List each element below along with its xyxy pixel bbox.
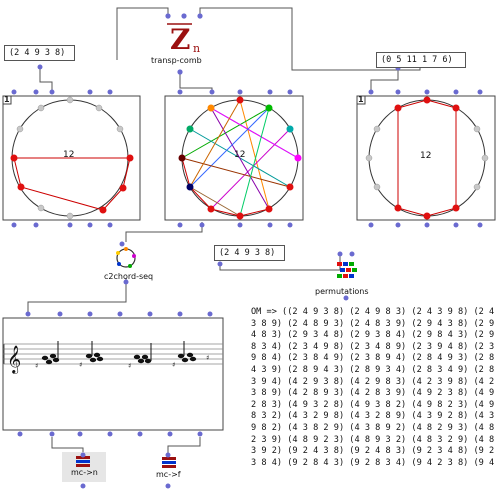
sequence-input-middle[interactable]: (2 4 9 3 8)	[214, 245, 285, 261]
inlet[interactable]	[165, 452, 171, 458]
connection[interactable]	[370, 67, 399, 90]
connection[interactable]	[125, 222, 203, 242]
transp-comb-box[interactable]: Z n	[150, 13, 210, 75]
svg-text:n: n	[193, 42, 200, 55]
outlet[interactable]	[37, 64, 43, 70]
chord-notes	[41, 341, 197, 365]
circle-right-badge: 1	[358, 95, 364, 104]
listener-output-line: 3 8 4) (9 2 8 4 3) (9 2 8 3 4) (9 4 2 3 …	[251, 457, 495, 468]
circle-left-badge: 1	[4, 95, 10, 104]
outlet[interactable]	[165, 483, 171, 489]
inlet[interactable]	[80, 452, 86, 458]
piano-roll-icon	[162, 457, 176, 468]
outlet[interactable]	[177, 69, 183, 75]
outlet[interactable]	[123, 279, 129, 285]
inlet[interactable]	[181, 13, 187, 19]
c2chord-seq-label: c2chord-seq	[104, 272, 154, 281]
connection[interactable]	[179, 72, 213, 92]
transp-comb-label: transp-comb	[151, 56, 202, 65]
listener-output-line: 8 3 4) (2 3 4 9 8) (2 3 4 8 9) (2 3 9 4 …	[251, 341, 495, 352]
listener-output-line: 8 3 2) (4 3 2 9 8) (4 3 2 8 9) (4 3 9 2 …	[251, 411, 495, 422]
listener-output-line: 9 8 2) (4 3 8 2 9) (4 3 8 9 2) (4 8 2 9 …	[251, 422, 495, 433]
svg-text:♯: ♯	[79, 361, 82, 369]
inlet[interactable]	[119, 241, 125, 247]
listener-output-line: 2 3 9) (4 8 9 2 3) (4 8 9 3 2) (4 8 3 2 …	[251, 434, 495, 445]
svg-text:♯: ♯	[128, 362, 131, 370]
circle-editor-middle[interactable]	[164, 89, 304, 228]
piano-roll-icon	[76, 456, 90, 467]
mc-n-box[interactable]	[62, 452, 106, 489]
inlet[interactable]	[349, 251, 355, 257]
listener-output-line: 4 3 9) (2 8 9 4 3) (2 8 9 3 4) (2 8 3 4 …	[251, 364, 495, 375]
connection[interactable]	[167, 437, 201, 455]
treble-clef-icon: 𝄞	[7, 345, 21, 374]
mc-f-box[interactable]	[162, 452, 176, 489]
listener-output-line: 3 9 4) (4 2 9 3 8) (4 2 9 8 3) (4 2 3 9 …	[251, 376, 495, 387]
zn-icon: Z	[170, 23, 190, 56]
accidentals: ♯ ♯ ♯ ♯ ♯	[35, 354, 209, 370]
listener-output-line: 9 8 4) (2 3 8 4 9) (2 3 8 9 4) (2 8 4 9 …	[251, 353, 495, 364]
circle-middle-center-label: 12	[234, 150, 246, 160]
inlet[interactable]	[165, 13, 171, 19]
listener-output-line: 3 9 2) (9 2 4 3 8) (9 2 4 8 3) (9 2 3 4 …	[251, 446, 495, 457]
listener-output: OM => ((2 4 9 3 8) (2 4 9 8 3) (2 4 3 9 …	[251, 307, 500, 497]
outlet[interactable]	[217, 261, 223, 267]
connection[interactable]	[39, 68, 53, 90]
svg-text:♯: ♯	[35, 362, 38, 370]
listener-output-line: 3 8 9) (4 2 8 9 3) (4 2 8 3 9) (4 9 2 3 …	[251, 388, 495, 399]
permutations-label: permutations	[315, 287, 369, 296]
svg-text:♯: ♯	[172, 361, 175, 369]
mc-f-label: mc->f	[156, 470, 181, 479]
circle-left-center-label: 12	[63, 150, 75, 160]
permutations-icon	[337, 262, 357, 278]
connection[interactable]	[116, 7, 169, 60]
mc-n-label: mc->n	[71, 468, 98, 477]
inlet[interactable]	[197, 13, 203, 19]
svg-text:♯: ♯	[206, 354, 209, 362]
circle-editor-right[interactable]	[356, 89, 496, 228]
listener-output-line: 2 8 3) (4 9 3 2 8) (4 9 3 8 2) (4 9 8 2 …	[251, 399, 495, 410]
circle-right-center-label: 12	[420, 151, 432, 161]
outlet[interactable]	[80, 483, 86, 489]
connection[interactable]	[27, 278, 127, 315]
sequence-input-right[interactable]: (0 5 11 1 7 6)	[376, 52, 466, 68]
c2chord-seq-box[interactable]	[116, 241, 136, 285]
score-editor[interactable]: 𝄞 ♯ ♯ ♯ ♯ ♯	[2, 311, 224, 437]
listener-output-line: 4 8 3) (2 9 3 4 8) (2 9 3 8 4) (2 9 8 4 …	[251, 330, 495, 341]
listener-output-line: 3 8 9) (2 4 8 9 3) (2 4 8 3 9) (2 9 4 3 …	[251, 318, 495, 329]
permutations-box[interactable]	[337, 251, 357, 301]
inlet[interactable]	[337, 251, 343, 257]
outlet[interactable]	[343, 295, 349, 301]
circle-editor-left[interactable]	[2, 89, 141, 228]
sequence-input-left[interactable]: (2 4 9 3 8)	[4, 45, 75, 61]
connection[interactable]	[51, 437, 84, 455]
connection[interactable]	[199, 7, 421, 71]
listener-output-line: OM => ((2 4 9 3 8) (2 4 9 8 3) (2 4 3 9 …	[251, 307, 495, 317]
